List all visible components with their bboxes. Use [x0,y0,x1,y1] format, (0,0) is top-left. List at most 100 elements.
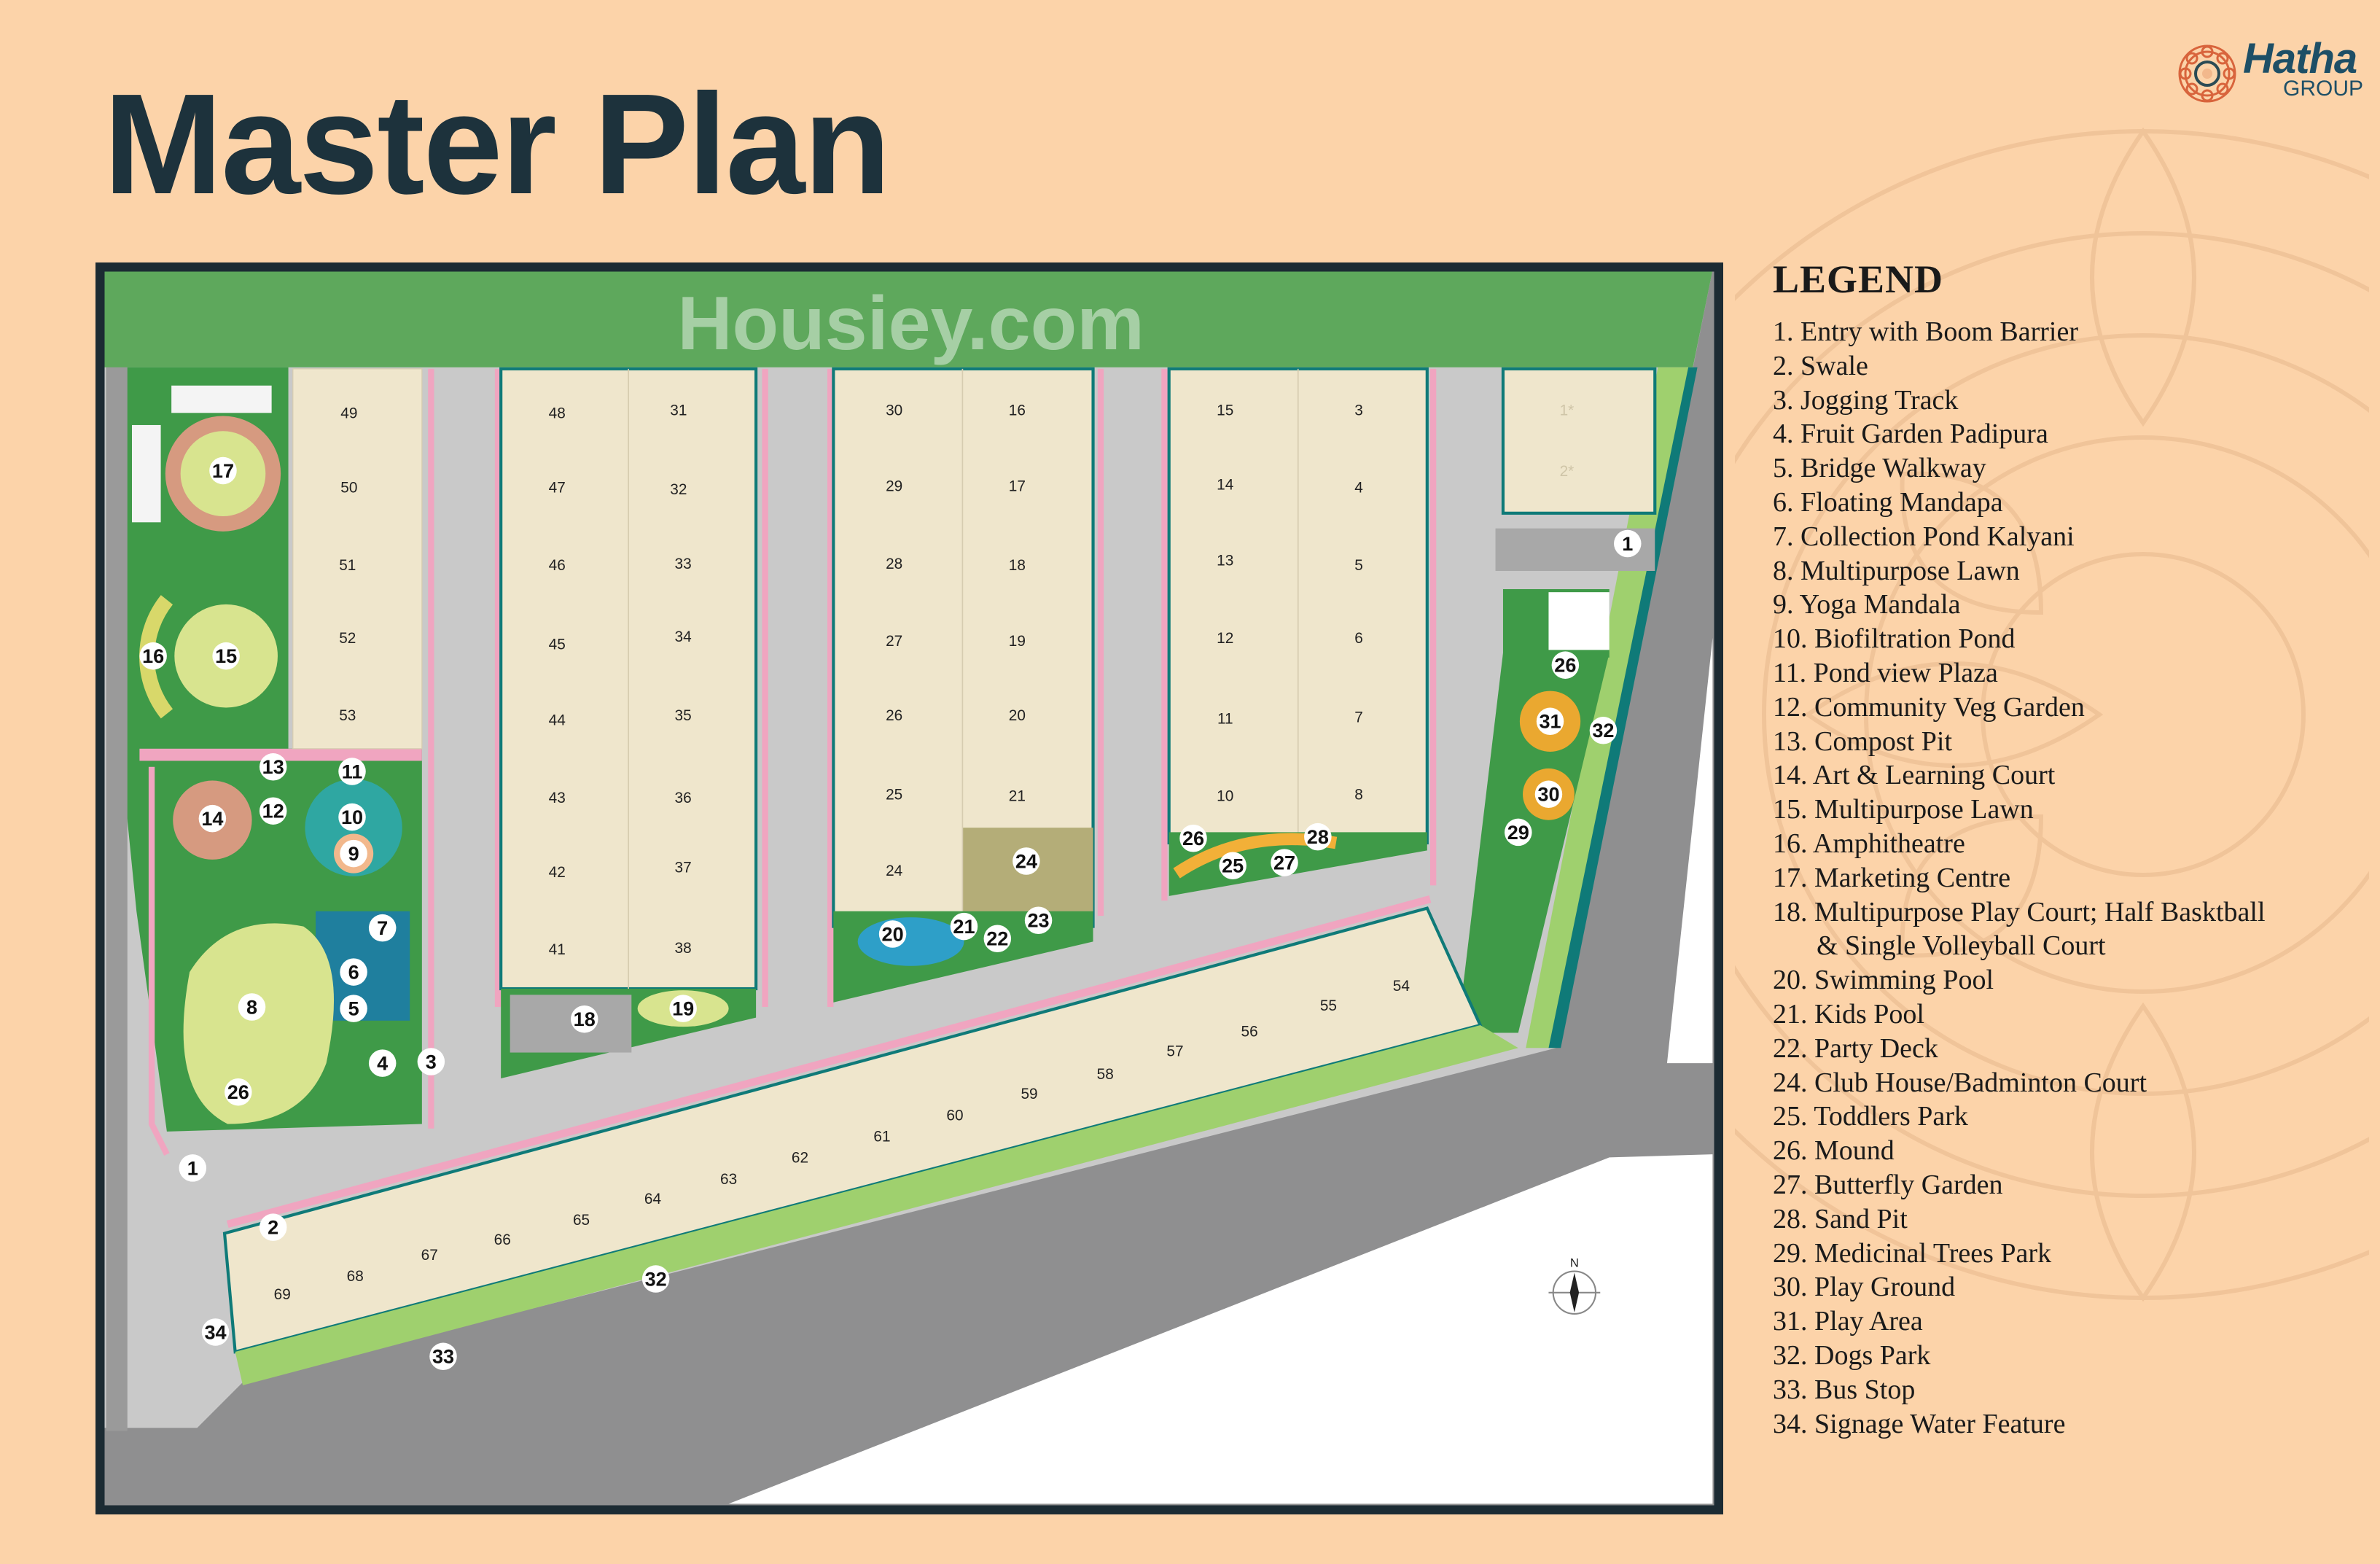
plot-number[interactable]: 1* [1560,402,1575,419]
plot-number[interactable]: 43 [549,790,566,806]
amenity-marker[interactable]: 16 [139,642,167,670]
amenity-marker[interactable]: 3 [417,1048,445,1075]
amenity-marker[interactable]: 24 [1013,847,1040,875]
plot-number[interactable]: 14 [1217,477,1233,494]
plot-number[interactable]: 63 [720,1171,737,1188]
plot-number[interactable]: 57 [1166,1043,1183,1060]
plot-number[interactable]: 6 [1354,630,1363,647]
plot-number[interactable]: 26 [886,707,902,724]
plot-number[interactable]: 18 [1009,557,1026,574]
plot-number[interactable]: 55 [1320,997,1337,1014]
plot-number[interactable]: 28 [886,556,902,572]
plot-number[interactable]: 45 [549,636,566,653]
plot-number[interactable]: 50 [340,480,357,497]
amenity-marker[interactable]: 22 [983,925,1012,953]
plot-number[interactable]: 19 [1009,633,1026,650]
plot-number[interactable]: 31 [670,402,687,419]
plot-number[interactable]: 10 [1217,788,1233,805]
plot-number[interactable]: 30 [886,402,902,419]
amenity-marker[interactable]: 26 [225,1078,252,1106]
plot-number[interactable]: 32 [670,481,687,498]
plot-number[interactable]: 20 [1009,707,1026,724]
plot-number[interactable]: 56 [1241,1024,1258,1040]
plot-number[interactable]: 7 [1354,709,1363,725]
plot-number[interactable]: 16 [1009,402,1026,419]
amenity-marker[interactable]: 30 [1534,780,1563,809]
amenity-marker[interactable]: 25 [1219,852,1246,879]
amenity-marker[interactable]: 20 [878,920,907,948]
amenity-marker[interactable]: 29 [1505,818,1532,847]
plot-number[interactable]: 3 [1354,402,1363,419]
plot-number[interactable]: 11 [1217,710,1233,727]
plot-number[interactable]: 51 [339,557,356,574]
amenity-marker[interactable]: 19 [669,995,697,1022]
plot-number[interactable]: 4 [1354,480,1363,497]
amenity-marker[interactable]: 27 [1271,849,1298,876]
amenity-marker[interactable]: 23 [1024,906,1053,935]
plot-number[interactable]: 64 [644,1191,661,1207]
plot-number[interactable]: 2* [1560,463,1575,480]
plot-number[interactable]: 13 [1217,553,1233,569]
plot-number[interactable]: 52 [339,630,356,647]
plot-number[interactable]: 66 [494,1232,511,1248]
plot-number[interactable]: 25 [886,787,902,804]
plot-number[interactable]: 27 [886,633,902,650]
amenity-marker[interactable]: 8 [238,993,266,1021]
plot-number[interactable]: 46 [549,557,566,574]
amenity-marker[interactable]: 12 [259,797,287,825]
amenity-marker[interactable]: 26 [1551,651,1580,679]
plot-number[interactable]: 67 [421,1247,438,1264]
plot-number[interactable]: 21 [1009,788,1026,805]
amenity-marker[interactable]: 13 [259,753,287,781]
amenity-marker[interactable]: 5 [340,995,367,1022]
amenity-marker[interactable]: 28 [1304,822,1332,851]
plot-number[interactable]: 8 [1354,787,1363,804]
plot-number[interactable]: 38 [675,940,692,957]
amenity-marker[interactable]: 2 [259,1213,287,1241]
amenity-marker[interactable]: 6 [340,958,367,986]
amenity-marker[interactable]: 17 [209,456,237,485]
amenity-marker[interactable]: 1 [1614,529,1642,558]
amenity-marker[interactable]: 32 [1589,717,1618,744]
plot-number[interactable]: 36 [675,790,692,806]
amenity-marker[interactable]: 9 [340,839,367,868]
plot-number[interactable]: 33 [675,556,692,572]
plot-number[interactable]: 59 [1021,1086,1037,1102]
amenity-marker[interactable]: 32 [641,1265,670,1293]
plot-number[interactable]: 54 [1393,978,1410,995]
plot-number[interactable]: 5 [1354,557,1363,574]
amenity-marker[interactable]: 14 [198,804,227,833]
amenity-marker[interactable]: 7 [368,914,397,942]
plot-number[interactable]: 48 [549,405,566,422]
amenity-marker[interactable]: 1 [179,1154,207,1182]
plot-number[interactable]: 65 [573,1212,590,1229]
plot-number[interactable]: 17 [1009,478,1026,495]
plot-number[interactable]: 42 [549,864,566,881]
amenity-marker[interactable]: 34 [201,1318,230,1346]
amenity-marker[interactable]: 26 [1179,824,1207,852]
plot-number[interactable]: 68 [347,1268,364,1285]
plot-number[interactable]: 37 [675,860,692,876]
plot-number[interactable]: 15 [1217,402,1233,419]
plot-number[interactable]: 69 [274,1286,291,1303]
plot-number[interactable]: 44 [549,712,566,728]
plot-number[interactable]: 49 [340,405,357,422]
amenity-marker[interactable]: 21 [950,912,978,941]
amenity-marker[interactable]: 10 [338,803,366,831]
plot-number[interactable]: 34 [675,629,692,645]
amenity-marker[interactable]: 15 [212,642,240,670]
amenity-marker[interactable]: 11 [338,758,366,785]
plot-number[interactable]: 62 [792,1150,808,1167]
plot-number[interactable]: 53 [339,707,356,724]
plot-number[interactable]: 41 [549,941,566,958]
plot-number[interactable]: 12 [1217,630,1233,647]
amenity-marker[interactable]: 18 [570,1005,598,1033]
plot-number[interactable]: 47 [549,480,566,497]
plot-number[interactable]: 58 [1097,1066,1114,1083]
plot-number[interactable]: 24 [886,863,902,879]
amenity-marker[interactable]: 4 [368,1049,397,1077]
plot-number[interactable]: 60 [946,1107,963,1124]
plot-number[interactable]: 35 [675,707,692,724]
amenity-marker[interactable]: 31 [1536,707,1564,736]
plot-number[interactable]: 61 [873,1128,890,1145]
